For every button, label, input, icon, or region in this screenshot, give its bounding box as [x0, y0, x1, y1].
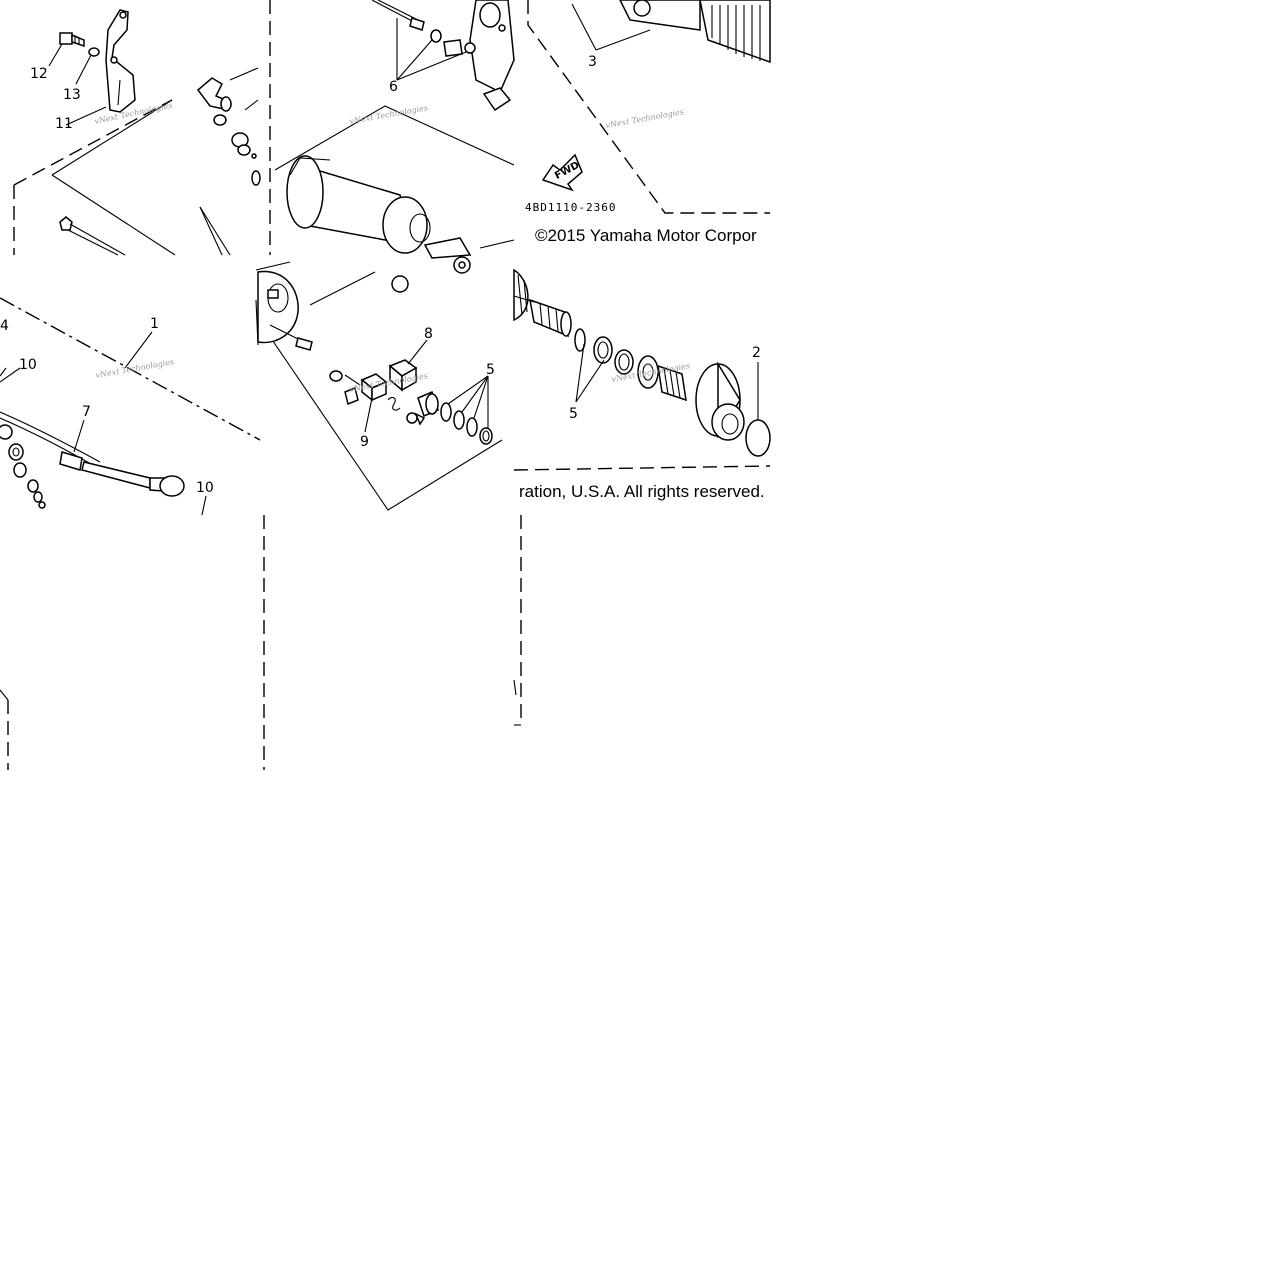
end-cap-part: [469, 0, 515, 112]
washer-part: [430, 29, 442, 43]
tile-bottom-right: 5 2 ration, U.S.A. All rights reserved. …: [513, 268, 771, 501]
pinion-gear-part: [695, 361, 745, 441]
callout-5b: 5: [569, 406, 578, 422]
watermark: vNext Technologies: [349, 371, 429, 394]
watermark: vNext Technologies: [349, 103, 429, 126]
spring-part: [387, 396, 401, 411]
watermark: vNext Technologies: [605, 107, 685, 130]
bracket-part: [105, 9, 136, 113]
o-ring-part: [745, 419, 771, 457]
washer-part: [329, 370, 343, 382]
brush-part: [388, 359, 418, 392]
callout-7: 7: [82, 404, 91, 420]
washer-stack-part: [440, 402, 493, 445]
long-bolt-part: [59, 216, 126, 256]
copyright-text-bottom: ration, U.S.A. All rights reserved.: [519, 482, 765, 501]
tile-top-left: 12 13 11 vNext Technologies: [13, 9, 261, 256]
callout-12: 12: [30, 66, 48, 82]
grommet-part: [391, 275, 409, 293]
fwd-arrow-icon: FWD: [541, 153, 583, 192]
yoke-cylinder-part: [286, 155, 431, 254]
watermark: vNext Technologies: [94, 101, 174, 126]
bolt-part: [59, 32, 85, 48]
commutator-end-part: [257, 270, 313, 351]
armature-shaft-part: [513, 268, 572, 338]
callout-6: 6: [389, 79, 398, 95]
circlip-part: [574, 328, 586, 352]
tile-top-right: 3 FWD 4BD1110-2360 ©2015 Yamaha Motor Co…: [525, 0, 771, 245]
copyright-text-top: ©2015 Yamaha Motor Corpor: [535, 226, 757, 245]
callout-1: 1: [150, 316, 159, 332]
callout-13: 13: [63, 87, 81, 103]
plate-part: [443, 39, 463, 57]
washer-part: [88, 47, 100, 57]
callout-5: 5: [486, 362, 495, 378]
callout-9: 9: [360, 434, 369, 450]
fragment-line: [513, 679, 517, 696]
drawing-code: 4BD1110-2360: [525, 201, 616, 214]
tile-top-middle: 6 vNext Technologies: [274, 0, 515, 274]
watermark: vNext Technologies: [95, 357, 175, 380]
bushing-part: [417, 390, 439, 418]
callout-4: 4: [0, 318, 9, 334]
elbow-fitting-part: [196, 67, 261, 186]
washer-stack-part: [0, 424, 46, 509]
washer-part: [593, 336, 613, 364]
cable-part: [0, 411, 185, 497]
brush-part: [344, 373, 388, 406]
bearing-part: [637, 355, 687, 402]
tile-boundaries: [0, 0, 522, 770]
callout-3: 3: [588, 54, 597, 70]
callout-8: 8: [424, 326, 433, 342]
callout-10: 10: [19, 357, 37, 373]
callout-11: 11: [55, 116, 73, 132]
armature-part: [619, 0, 771, 64]
washer-part: [614, 349, 634, 375]
callout-2: 2: [752, 345, 761, 361]
brush-holder-part: [423, 237, 515, 274]
callout-10b: 10: [196, 480, 214, 496]
screw-part: [406, 412, 426, 426]
tile-bottom-middle: 8 9 5 vNext Technologies: [255, 261, 503, 511]
tile-bottom-left: 4 10 1 7 10 vNext Technologies: [0, 297, 261, 516]
